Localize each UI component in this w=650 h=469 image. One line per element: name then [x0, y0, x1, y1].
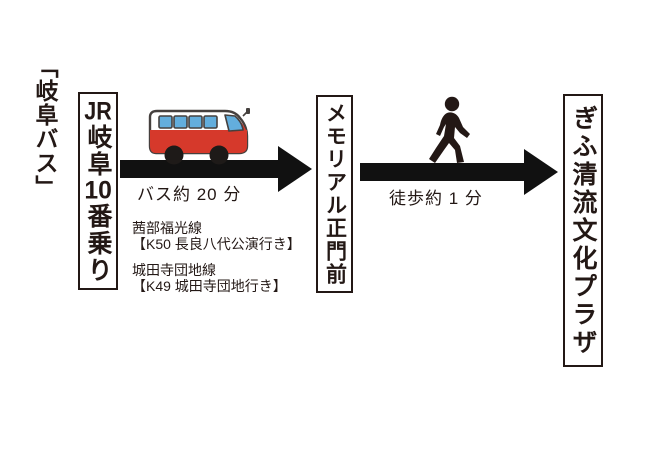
bus-route-list: 茜部福光線 【K50 長良八代公演行き】 城田寺団地線 【K49 城田寺団地行き… [132, 220, 301, 294]
bus-stop-name: メモリアル正門前 [323, 102, 347, 286]
bus-leg-arrow [120, 146, 312, 192]
bus-icon [148, 108, 250, 165]
bus-route-line-name: 城田寺団地線 [132, 262, 216, 278]
walking-person-icon [429, 96, 470, 163]
destination-box: ぎふ清流文化プラザ [563, 94, 603, 367]
bus-company-label: 「岐阜バス」 [32, 55, 58, 199]
bus-route-bound: 【K50 長良八代公演行き】 [132, 236, 301, 252]
bus-route-bound: 【K49 城田寺団地行き】 [132, 278, 287, 294]
bus-route-line-name: 茜部福光線 [132, 220, 202, 236]
bus-route-item: 茜部福光線 【K50 長良八代公演行き】 [132, 220, 301, 252]
start-station-box: JR岐阜10番乗り [78, 92, 118, 290]
start-seg-gifu: 岐阜 [84, 123, 112, 178]
start-seg-jr: JR [84, 98, 112, 124]
bus-leg-caption: バス約 20 分 [137, 185, 242, 204]
start-station-text: JR岐阜10番乗り [80, 99, 116, 284]
bus-route-item: 城田寺団地線 【K49 城田寺団地行き】 [132, 262, 301, 294]
bus-stop-box: メモリアル正門前 [316, 95, 353, 293]
start-seg-nori: 番乗り [84, 202, 112, 284]
walk-leg-caption: 徒歩約 1 分 [389, 189, 483, 208]
walk-leg-arrow [360, 149, 558, 195]
start-seg-10: 10 [84, 177, 112, 203]
destination-name: ぎふ清流文化プラザ [569, 104, 597, 357]
